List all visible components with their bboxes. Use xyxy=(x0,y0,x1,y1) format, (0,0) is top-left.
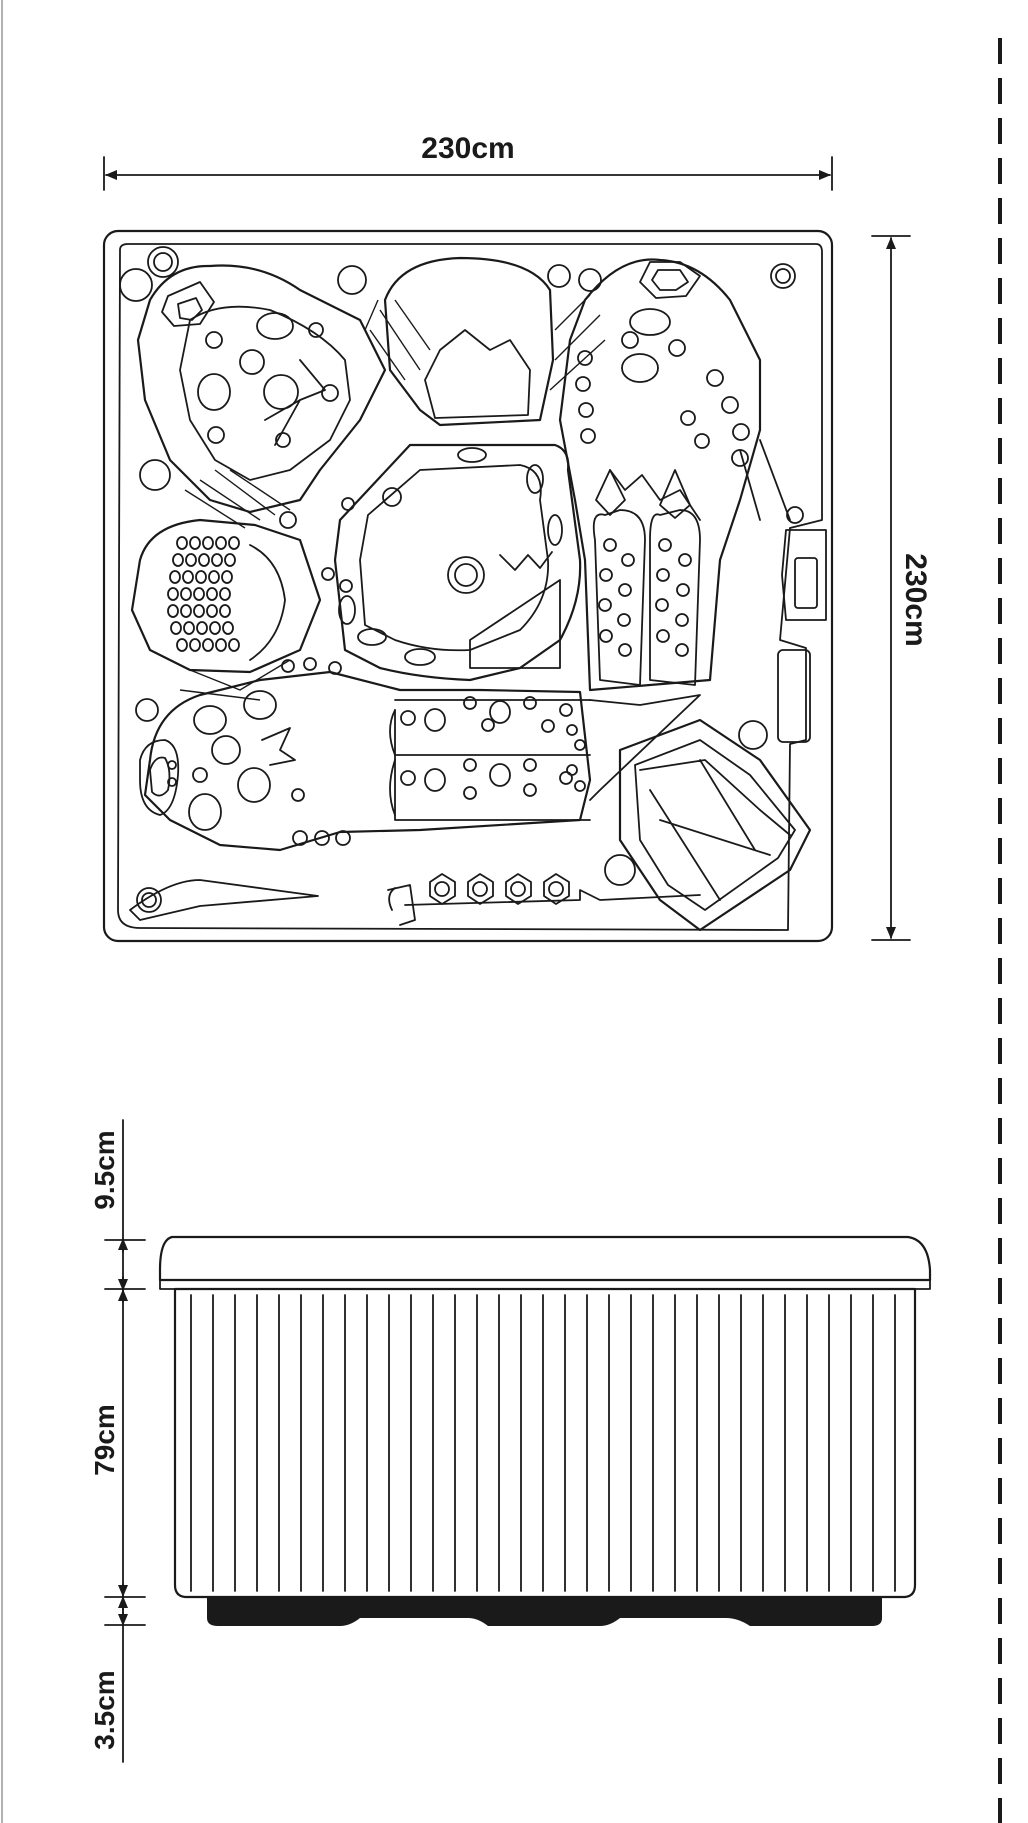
base-height-label: 3.5cm xyxy=(89,1670,120,1749)
spa-outer-shell xyxy=(102,229,834,943)
spa-cover xyxy=(158,1235,932,1282)
lid-thickness-label: 9.5cm xyxy=(89,1130,120,1209)
seat-left xyxy=(130,518,322,674)
entry-step xyxy=(618,718,812,932)
seat-top-left xyxy=(136,264,387,514)
drain-icon xyxy=(447,556,485,594)
seat-bottom xyxy=(143,670,592,852)
depth-dimension: 230cm xyxy=(871,235,932,941)
jet-row-bottom xyxy=(429,873,570,905)
spa-base xyxy=(207,1597,882,1626)
filter-skimmer xyxy=(781,529,827,621)
top-view: 230cm 230cm xyxy=(102,132,932,943)
cup-holder-icon xyxy=(147,246,179,278)
seat-top-right xyxy=(558,258,762,692)
side-view: 9.5cm 79cm 3.5cm xyxy=(89,1119,932,1763)
seat-top-center xyxy=(383,256,555,427)
cup-holder-icon xyxy=(119,268,153,302)
spa-inner-rim xyxy=(117,243,823,931)
width-dimension: 230cm xyxy=(103,132,833,191)
jet-grid-right xyxy=(598,538,692,657)
jet-grid-bottom xyxy=(400,696,586,800)
cup-holder-icon xyxy=(770,263,796,289)
cabinet-panels xyxy=(190,1294,896,1592)
cup-holder-icon xyxy=(136,887,162,913)
body-height-label: 79cm xyxy=(89,1404,120,1476)
control-panel xyxy=(777,649,811,743)
depth-label: 230cm xyxy=(899,553,932,646)
spa-cabinet xyxy=(173,1287,917,1599)
width-label: 230cm xyxy=(421,132,514,165)
jet-array-left xyxy=(167,536,240,652)
